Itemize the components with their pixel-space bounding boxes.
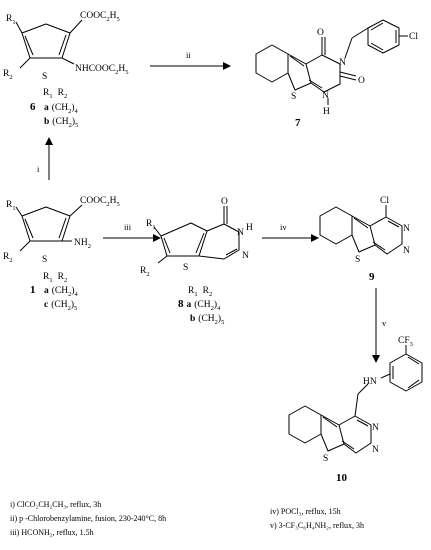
condition-iii: iii) HCONH₂, reflux, 1.5h bbox=[10, 528, 94, 537]
compound-8-n1: N bbox=[242, 251, 249, 261]
arrow-iv-label: iv bbox=[280, 222, 287, 232]
compound-8-n3: N bbox=[237, 228, 244, 238]
compound-1-label: 1 bbox=[30, 284, 36, 296]
compound-7-chlorine: Cl bbox=[409, 32, 418, 42]
compound-7-structure bbox=[255, 19, 408, 105]
compound-1-amine: NH2 bbox=[74, 238, 91, 250]
compound-7-label: 7 bbox=[295, 117, 301, 129]
compound-9-structure bbox=[319, 205, 403, 255]
compound-10-n3: N bbox=[372, 423, 379, 433]
compound-8-variant-b: b(CH2)5 bbox=[190, 313, 224, 326]
compound-8-r2: R2 bbox=[140, 266, 150, 278]
compound-1-variant-a: a(CH2)4 bbox=[44, 285, 79, 298]
compound-10-hn: HN bbox=[363, 377, 377, 387]
compound-8-sulfur: S bbox=[183, 263, 188, 273]
arrow-v-label: v bbox=[382, 318, 387, 328]
compound-6-sulfur: S bbox=[42, 72, 47, 82]
compound-1-structure bbox=[15, 204, 83, 252]
condition-iv: iv) POCl₃, reflux, 15h bbox=[270, 507, 341, 516]
compound-6-structure bbox=[15, 19, 83, 69]
condition-ii: ii) p -Chlorobenzylamine, fusion, 230-24… bbox=[10, 514, 167, 523]
compound-9-sulfur: S bbox=[355, 255, 360, 265]
compound-1-r2: R2 bbox=[3, 252, 13, 264]
compound-10-n1: N bbox=[372, 445, 379, 455]
compound-8-oxygen: O bbox=[221, 197, 228, 207]
compound-7-n3: N bbox=[339, 58, 346, 68]
compound-1-sulfur: S bbox=[42, 255, 47, 265]
compound-1-ester: COOC2H5 bbox=[80, 196, 120, 208]
compound-7-sulfur: S bbox=[291, 92, 296, 102]
arrow-i-label: i bbox=[37, 164, 40, 174]
compound-1-r1: R1 bbox=[6, 200, 16, 212]
compound-1-variant-c: c(CH2)5 bbox=[44, 299, 77, 312]
compound-7-h: H bbox=[323, 107, 330, 117]
compound-9-n3: N bbox=[403, 224, 410, 234]
compound-10-sulfur: S bbox=[323, 454, 328, 464]
compound-6-r2: R2 bbox=[3, 69, 13, 81]
arrow-ii-label: ii bbox=[186, 50, 191, 60]
compound-6-label: 6 bbox=[30, 101, 36, 113]
compound-6-carbamate: NHCOOC2H5 bbox=[75, 64, 129, 76]
compound-10-cf3: CF3 bbox=[398, 336, 413, 348]
compound-6-variant-b: b(CH2)5 bbox=[44, 116, 78, 129]
condition-v: v) 3-CF₃C₆H₄NH₂, reflux, 3h bbox=[270, 521, 365, 530]
compound-6-r1: R1 bbox=[6, 14, 16, 26]
compound-9-label: 9 bbox=[369, 271, 375, 283]
conditions-right: iv) POCl₃, reflux, 15h v) 3-CF₃C₆H₄NH₂, … bbox=[270, 505, 364, 533]
compound-7-oxygen-1: O bbox=[317, 28, 324, 38]
compound-6-ester: COOC2H5 bbox=[80, 11, 120, 23]
compound-10-structure bbox=[288, 345, 423, 454]
conditions-left: i) ClCO₂CH₂CH₃, reflux, 3h ii) p -Chloro… bbox=[10, 498, 166, 540]
compound-8-structure bbox=[153, 206, 240, 264]
compound-6-variant-a: a(CH2)4 bbox=[44, 102, 79, 115]
compound-8-r1: R1 bbox=[146, 219, 156, 231]
compound-10-label: 10 bbox=[336, 472, 348, 484]
compound-9-chlorine: Cl bbox=[380, 196, 389, 206]
arrow-iii-label: iii bbox=[124, 222, 132, 232]
compound-7-n1: N bbox=[322, 91, 329, 101]
compound-9-n1: N bbox=[403, 246, 410, 256]
compound-7-oxygen-2: O bbox=[358, 76, 365, 86]
compound-8-h: H bbox=[246, 223, 253, 233]
condition-i: i) ClCO₂CH₂CH₃, reflux, 3h bbox=[10, 500, 102, 509]
